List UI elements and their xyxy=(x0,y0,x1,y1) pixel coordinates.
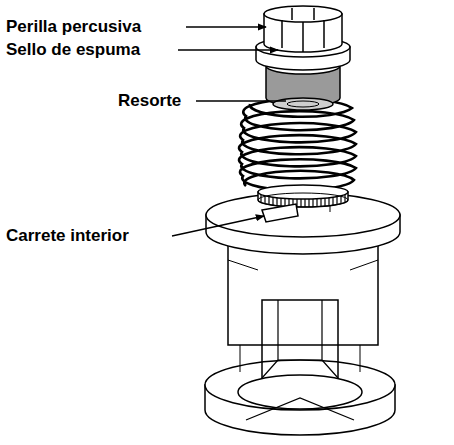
part-label: Resorte xyxy=(118,91,181,111)
part-label: Carrete interior xyxy=(6,226,129,246)
spring xyxy=(239,99,356,190)
bump-knob xyxy=(256,6,350,70)
part-label: Perilla percusiva xyxy=(6,17,141,37)
leader-lines xyxy=(172,27,286,236)
part-label: Sello de espuma xyxy=(6,40,140,60)
foam-seal xyxy=(266,66,340,110)
